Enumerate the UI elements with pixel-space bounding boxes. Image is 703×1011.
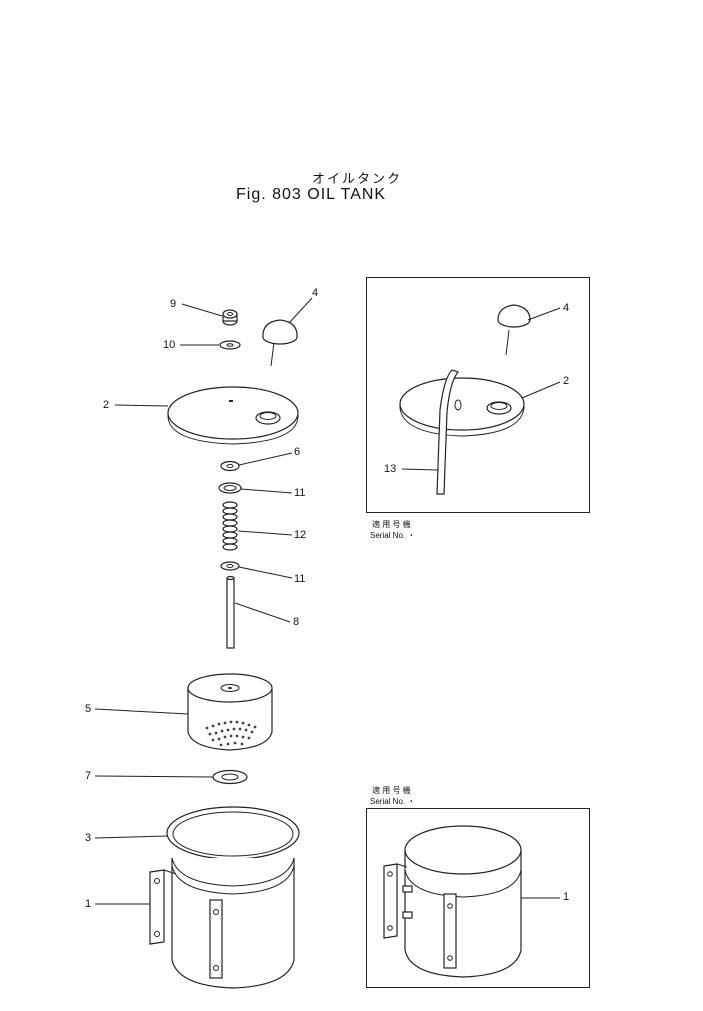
nut-part <box>222 309 238 326</box>
inset-frame-top <box>366 277 590 513</box>
callout-label: 10 <box>163 339 176 351</box>
serial-note: Serial No. ・ <box>370 797 416 806</box>
callout-label: 6 <box>294 446 301 458</box>
callout-label: 5 <box>85 703 92 715</box>
cover-plate-part <box>167 386 299 445</box>
ring-gasket-part <box>166 806 300 860</box>
callout-label: 1 <box>85 898 92 910</box>
seat-upper-part <box>218 482 242 494</box>
figure-title-japanese: オイルタンク <box>312 171 403 186</box>
washer-part <box>219 340 241 350</box>
dipstick-part <box>436 369 460 495</box>
inset-frame-bottom <box>366 808 590 988</box>
serial-note-japanese: 適 用 号 機 <box>372 786 411 795</box>
serial-note: Serial No. ・ <box>370 531 416 540</box>
seat-lower-part <box>220 561 240 571</box>
callout-label: 1 <box>563 891 570 903</box>
packing-part <box>212 769 248 785</box>
callout-label: 11 <box>294 573 306 585</box>
callout-label: 8 <box>293 616 300 628</box>
rod-part <box>226 575 235 649</box>
tank-part <box>149 857 295 989</box>
callout-label: 4 <box>312 287 319 299</box>
callout-label: 12 <box>294 529 307 541</box>
strainer-part <box>187 673 273 751</box>
serial-note-japanese: 適 用 号 機 <box>372 520 411 529</box>
figure-title: Fig. 803 OIL TANK <box>236 186 387 203</box>
callout-label: 2 <box>103 399 110 411</box>
callout-label: 4 <box>563 302 570 314</box>
inset-tank-part <box>383 825 522 978</box>
callout-label: 7 <box>85 770 92 782</box>
callout-label: 3 <box>85 832 92 844</box>
leader-lines <box>94 297 561 905</box>
callout-label: 9 <box>170 298 177 310</box>
spring-part <box>222 501 238 551</box>
knob-part <box>262 319 298 367</box>
inset-cover-plate-part <box>399 377 525 437</box>
callout-label: 13 <box>384 463 397 475</box>
inset-knob-part <box>497 304 531 356</box>
callout-label: 11 <box>294 487 306 499</box>
gasket-part <box>220 460 240 472</box>
callout-label: 2 <box>563 375 570 387</box>
